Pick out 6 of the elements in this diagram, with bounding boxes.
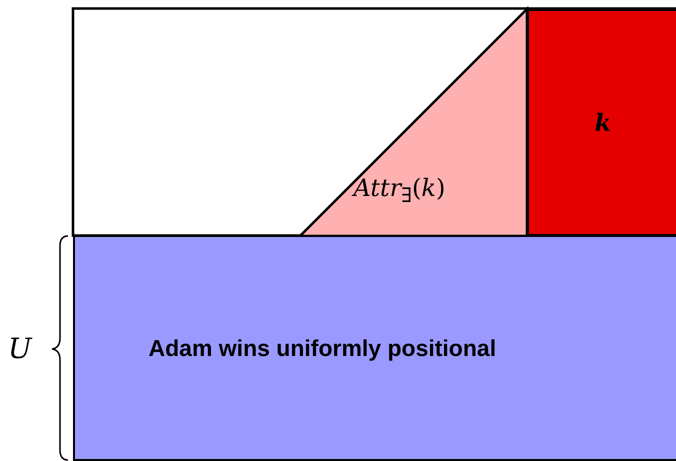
math-label: k (594, 108, 612, 137)
region-caption: Adam wins uniformly positional (148, 334, 496, 362)
math-label: Attr$_{∃}$(k) (354, 174, 446, 207)
region-block (527, 8, 676, 236)
set-label: U (8, 332, 32, 365)
region-block (73, 235, 676, 461)
